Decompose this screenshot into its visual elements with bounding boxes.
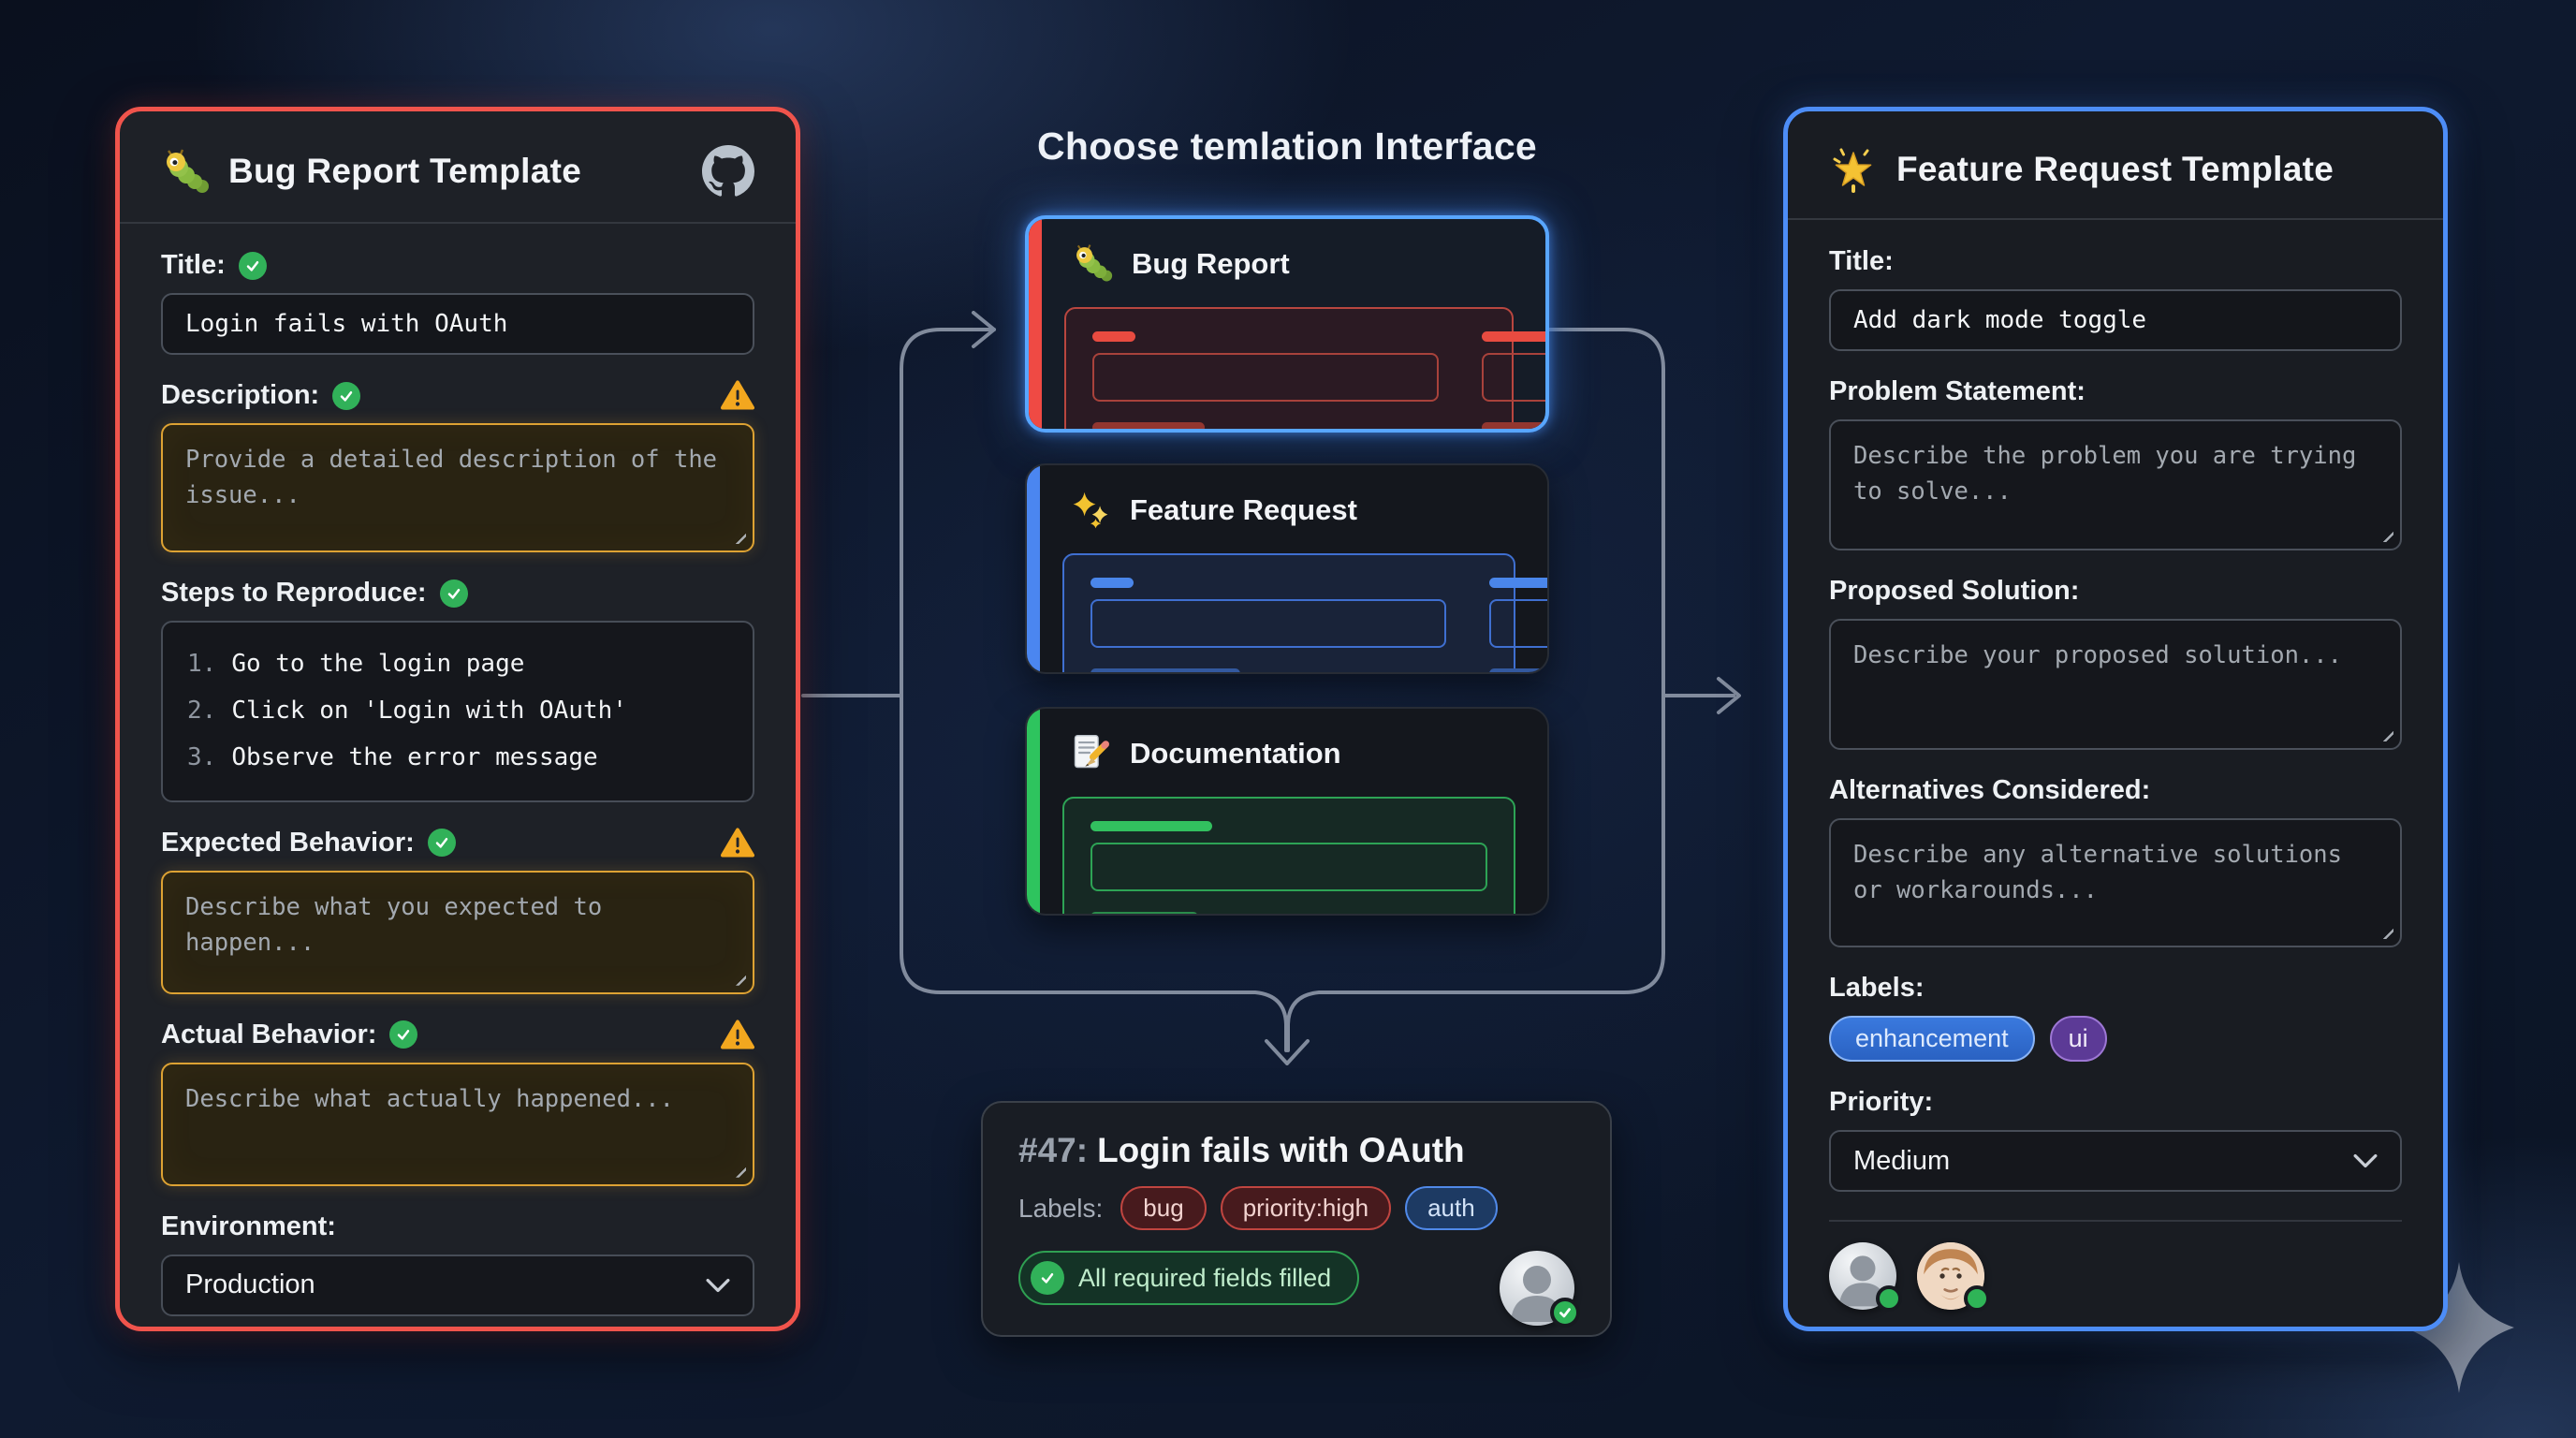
expected-label-row: Expected Behavior: bbox=[161, 828, 754, 858]
alternatives-considered-label: Alternatives Considered: bbox=[1829, 775, 2151, 805]
online-dot-icon bbox=[1964, 1285, 1990, 1312]
documentation-wireframe-preview bbox=[1062, 797, 1547, 914]
chevron-down-icon bbox=[2353, 1153, 2378, 1168]
template-card-label: Feature Request bbox=[1130, 493, 1357, 526]
labels-label: Labels: bbox=[1829, 973, 1925, 1003]
labels-pills-row: enhancement ui bbox=[1829, 1016, 2402, 1062]
chevron-down-icon bbox=[706, 1278, 730, 1293]
label-pill-ui: ui bbox=[2049, 1016, 2107, 1062]
priority-select[interactable]: Medium bbox=[1829, 1130, 2402, 1192]
template-card-documentation[interactable]: Documentation bbox=[1025, 707, 1549, 916]
actual-behavior-label: Actual Behavior: bbox=[161, 1019, 377, 1049]
step-item: 1.Go to the login page bbox=[187, 650, 525, 678]
template-card-label: Bug Report bbox=[1132, 247, 1290, 280]
expected-behavior-label: Expected Behavior: bbox=[161, 827, 415, 858]
expected-behavior-textarea[interactable] bbox=[161, 870, 754, 994]
template-card-feature-request[interactable]: Feature Request bbox=[1025, 463, 1549, 674]
memo-pencil-icon bbox=[1070, 733, 1113, 774]
environment-value: Production bbox=[185, 1269, 315, 1300]
avatar bbox=[1829, 1242, 1902, 1312]
template-card-bug-report[interactable]: Bug Report bbox=[1025, 215, 1549, 433]
priority-label: Priority: bbox=[1829, 1087, 1934, 1117]
environment-label-row: Environment: bbox=[161, 1211, 754, 1242]
title-label: Title: bbox=[161, 250, 226, 280]
label-pill-auth: auth bbox=[1405, 1186, 1498, 1230]
title-label-row: Title: bbox=[161, 250, 754, 281]
issue-number: #47: bbox=[1018, 1131, 1089, 1169]
check-circle-icon bbox=[439, 579, 468, 608]
problem-statement-textarea[interactable] bbox=[1829, 419, 2402, 550]
steps-label-row: Steps to Reproduce: bbox=[161, 578, 754, 609]
assignee-avatars bbox=[1829, 1242, 2402, 1312]
label-pill-enhancement: enhancement bbox=[1829, 1016, 2035, 1062]
alternatives-textarea[interactable] bbox=[1829, 818, 2402, 947]
panel-header: Bug Report Template bbox=[120, 111, 796, 224]
check-circle-icon bbox=[389, 1020, 418, 1049]
bug-wireframe-preview bbox=[1064, 307, 1545, 429]
steps-to-reproduce-box[interactable]: 1.Go to the login page 2.Click on 'Login… bbox=[161, 621, 754, 802]
feature-request-template-panel: Feature Request Template Title: Problem … bbox=[1783, 107, 2448, 1331]
proposed-solution-textarea[interactable] bbox=[1829, 619, 2402, 750]
issue-preview-card: #47:Login fails with OAuth Labels: bug p… bbox=[981, 1101, 1612, 1337]
template-card-label: Documentation bbox=[1130, 737, 1341, 770]
online-dot-icon bbox=[1876, 1285, 1902, 1312]
check-circle-icon bbox=[427, 829, 456, 858]
warning-icon bbox=[721, 380, 754, 411]
bug-caterpillar-icon bbox=[1072, 243, 1115, 285]
check-badge-icon bbox=[1550, 1298, 1580, 1328]
panel-title: Bug Report Template bbox=[228, 152, 582, 190]
priority-value: Medium bbox=[1853, 1145, 1951, 1176]
solution-label-row: Proposed Solution: bbox=[1829, 576, 2402, 607]
feature-wireframe-preview bbox=[1062, 553, 1547, 672]
description-textarea[interactable] bbox=[161, 423, 754, 552]
title-input[interactable] bbox=[1829, 289, 2402, 351]
bug-caterpillar-icon bbox=[161, 149, 210, 194]
label-pill-priority: priority:high bbox=[1220, 1186, 1392, 1230]
green-accent-bar bbox=[1027, 709, 1040, 914]
label-pill-bug: bug bbox=[1120, 1186, 1207, 1230]
step-item: 3.Observe the error message bbox=[187, 742, 598, 771]
panel-title: Feature Request Template bbox=[1896, 150, 2334, 188]
issue-title: #47:Login fails with OAuth bbox=[1018, 1131, 1465, 1169]
problem-statement-label: Problem Statement: bbox=[1829, 376, 2086, 406]
description-label-row: Description: bbox=[161, 380, 754, 411]
blue-accent-bar bbox=[1027, 465, 1040, 672]
check-circle-icon bbox=[332, 381, 361, 410]
title-label: Title: bbox=[1829, 246, 1894, 276]
bug-report-template-panel: Bug Report Template Title: Description: bbox=[115, 107, 800, 1331]
check-circle-icon bbox=[238, 251, 267, 280]
glowing-star-icon bbox=[1829, 145, 1878, 194]
sparkles-icon bbox=[1070, 490, 1113, 531]
avatar-person bbox=[1917, 1242, 1990, 1312]
labels-label-row: Labels: bbox=[1829, 973, 2402, 1004]
red-accent-bar bbox=[1029, 219, 1042, 429]
issue-labels-row: Labels: bug priority:high auth bbox=[1018, 1186, 1574, 1230]
problem-label-row: Problem Statement: bbox=[1829, 376, 2402, 407]
environment-select[interactable]: Production bbox=[161, 1254, 754, 1316]
avatar bbox=[1500, 1251, 1580, 1328]
warning-icon bbox=[721, 828, 754, 858]
title-input[interactable] bbox=[161, 293, 754, 355]
step-item: 2.Click on 'Login with OAuth' bbox=[187, 696, 627, 725]
check-circle-icon bbox=[1031, 1261, 1064, 1295]
panel-header: Feature Request Template bbox=[1788, 111, 2443, 220]
chooser-title: Choose temlation Interface bbox=[1036, 125, 1538, 168]
divider bbox=[1829, 1220, 2402, 1222]
actual-behavior-textarea[interactable] bbox=[161, 1062, 754, 1186]
steps-label: Steps to Reproduce: bbox=[161, 578, 427, 608]
github-icon[interactable] bbox=[702, 145, 754, 198]
sparkle-decoration-icon bbox=[2404, 1262, 2514, 1398]
proposed-solution-label: Proposed Solution: bbox=[1829, 576, 2080, 606]
description-label: Description: bbox=[161, 380, 320, 410]
environment-label: Environment: bbox=[161, 1211, 336, 1241]
labels-caption: Labels: bbox=[1018, 1193, 1104, 1223]
warning-icon bbox=[721, 1020, 754, 1050]
status-badge: All required fields filled bbox=[1018, 1251, 1360, 1305]
alternatives-label-row: Alternatives Considered: bbox=[1829, 775, 2402, 806]
priority-label-row: Priority: bbox=[1829, 1087, 2402, 1118]
actual-label-row: Actual Behavior: bbox=[161, 1020, 754, 1050]
title-label-row: Title: bbox=[1829, 246, 2402, 277]
